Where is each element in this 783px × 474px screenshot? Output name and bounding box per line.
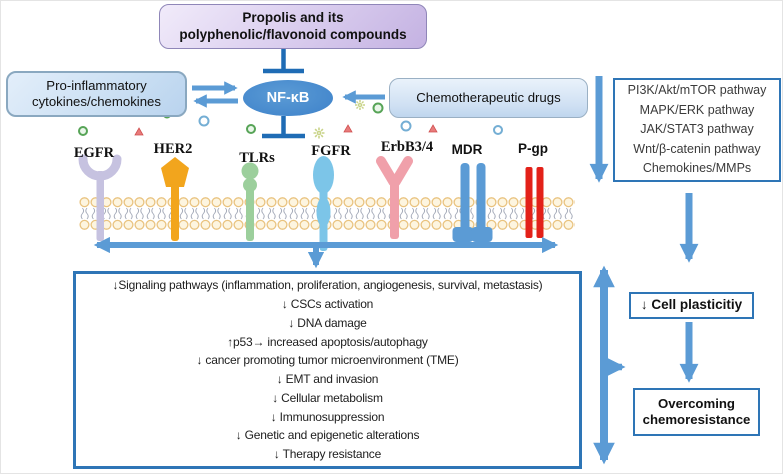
receptor-tlrs-icon	[241, 162, 259, 241]
ligand-starburst-icon	[313, 127, 325, 139]
receptor-label-pgp: P-gp	[518, 141, 548, 156]
ligand-starburst-icon	[355, 100, 365, 110]
propolis-line2: polyphenolic/flavonoid compounds	[179, 26, 407, 42]
receptor-label-egfr: EGFR	[73, 145, 115, 161]
effect-line: ↓ Immunosuppression	[270, 409, 385, 424]
inhibition-propolis-to-nfkb	[263, 49, 304, 74]
effect-line: ↓ cancer promoting tumor microenvironmen…	[196, 353, 459, 368]
receptor-label-her2: HER2	[153, 141, 193, 157]
downstream-effects-box: ↓Signaling pathways (inflammation, proli…	[73, 271, 582, 469]
ligand-green-ring-icon	[78, 126, 88, 136]
receptor-label-erbb34: ErbB3/4	[380, 139, 434, 155]
ligand-red-triangle-icon	[134, 127, 144, 136]
receptor-egfr-icon	[78, 154, 122, 241]
effect-line: ↓ EMT and invasion	[276, 372, 379, 387]
receptor-label-mdr: MDR	[451, 142, 483, 157]
inhibition-nfkb-down	[262, 116, 305, 139]
proinflammatory-line1: Pro-inflammatory	[46, 77, 147, 93]
effect-line: ↓Signaling pathways (inflammation, proli…	[112, 278, 543, 293]
overcoming-line2: chemoresistance	[642, 412, 751, 427]
ligand-blue-ring-icon	[493, 125, 503, 135]
overcoming-chemoresistance-box: Overcoming chemoresistance	[633, 388, 760, 436]
pathway-item: PI3K/Akt/mTOR pathway	[627, 83, 767, 98]
propolis-title-box: Propolis and its polyphenolic/flavonoid …	[159, 4, 427, 49]
pathway-item: MAPK/ERK pathway	[639, 102, 755, 117]
receptor-erbb34-icon	[376, 156, 413, 239]
proinflammatory-line2: cytokines/chemokines	[31, 94, 161, 109]
ligand-green-ring-icon	[372, 102, 384, 114]
effect-line: ↓ CSCs activation	[281, 296, 374, 311]
proinflammatory-box: Pro-inflammatory cytokines/chemokines	[6, 71, 187, 117]
overcoming-line1: Overcoming	[658, 395, 735, 411]
chemo-label: Chemotherapeutic drugs	[416, 89, 561, 105]
effect-line: ↑p53→ increased apoptosis/autophagy	[227, 334, 428, 349]
nfkb-label: NF-κB	[266, 89, 310, 106]
ligand-red-triangle-icon	[343, 124, 353, 133]
effect-line: ↓ Therapy resistance	[273, 447, 382, 462]
effect-line: ↓ Genetic and epigenetic alterations	[235, 428, 420, 443]
signaling-pathways-box: PI3K/Akt/mTOR pathway MAPK/ERK pathway J…	[613, 78, 781, 182]
receptor-her2-icon	[161, 157, 189, 241]
ligand-blue-ring-icon	[198, 115, 210, 127]
ligand-green-ring-icon	[246, 124, 256, 134]
cell-plasticity-box: ↓ Cell plasticitiy	[629, 292, 754, 319]
cell-plasticity-label: ↓ Cell plasticitiy	[640, 297, 743, 313]
effect-line: ↓ DNA damage	[288, 315, 367, 330]
ligand-blue-ring-icon	[400, 120, 412, 132]
nfkb-node: NF-κB	[243, 80, 333, 116]
pathway-item: Chemokines/MMPs	[642, 161, 752, 176]
chemotherapeutic-drugs-box: Chemotherapeutic drugs	[389, 78, 588, 118]
arrows	[93, 76, 699, 465]
receptor-fgfr-icon	[313, 156, 334, 251]
receptor-label-tlrs: TLRs	[239, 150, 275, 166]
receptor-label-fgfr: FGFR	[311, 143, 351, 159]
pathway-item: JAK/STAT3 pathway	[640, 122, 754, 137]
ligand-red-triangle-icon	[428, 124, 438, 133]
effect-line: ↓ Cellular metabolism	[272, 390, 383, 405]
pathway-item: Wnt/β-catenin pathway	[633, 141, 761, 156]
transporter-pgp-icon	[525, 167, 544, 238]
propolis-line1: Propolis and its	[242, 9, 344, 25]
